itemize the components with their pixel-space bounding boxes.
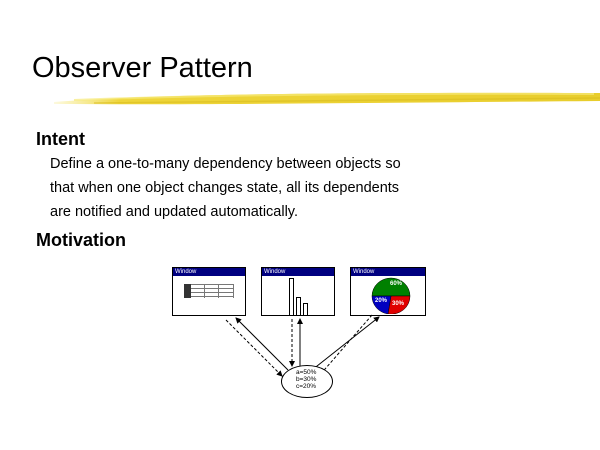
window-titlebar: Window — [262, 268, 334, 276]
bar-2 — [303, 303, 308, 316]
intent-line-3: are notified and updated automatically. — [50, 204, 299, 220]
update-arrow-right — [318, 314, 373, 377]
update-arrow-left — [225, 319, 283, 377]
motivation-heading: Motivation — [36, 230, 126, 250]
spreadsheet-window: Window — [172, 267, 246, 316]
bar-0 — [289, 278, 294, 316]
intent-line-2: that when one object changes state, all … — [50, 180, 400, 196]
pie-slice-20 — [371, 295, 392, 315]
spreadsheet-grid — [184, 284, 234, 298]
bar-chart — [262, 276, 336, 316]
highlighter-brush-stroke — [54, 92, 600, 105]
pie-label-20: 20% — [375, 298, 388, 304]
bar-chart-window: Window — [261, 267, 335, 316]
notify-arrow-left — [235, 317, 289, 371]
pie-label-60: 60% — [390, 281, 403, 287]
intent-line-1: Define a one-to-many dependency between … — [50, 156, 401, 172]
bar-1 — [296, 297, 301, 316]
pie-chart: 60% 20% 30% — [371, 277, 411, 315]
window-titlebar: Window — [173, 268, 245, 276]
subject-value-a: a=50% — [296, 369, 317, 376]
subject-data-ellipse: a=50% b=30% c=20% — [281, 365, 333, 398]
subject-value-c: c=20% — [296, 383, 317, 390]
notify-arrow-right — [311, 316, 380, 371]
window-titlebar: Window — [351, 268, 425, 276]
slide-title: Observer Pattern — [32, 52, 253, 84]
intent-description: Define a one-to-many dependency between … — [50, 152, 480, 224]
pie-chart-window: Window 60% 20% 30% — [350, 267, 426, 316]
pie-label-30: 30% — [392, 301, 405, 307]
pie-slice-60 — [371, 277, 411, 297]
subject-value-b: b=30% — [296, 376, 317, 383]
intent-heading: Intent — [36, 129, 85, 149]
